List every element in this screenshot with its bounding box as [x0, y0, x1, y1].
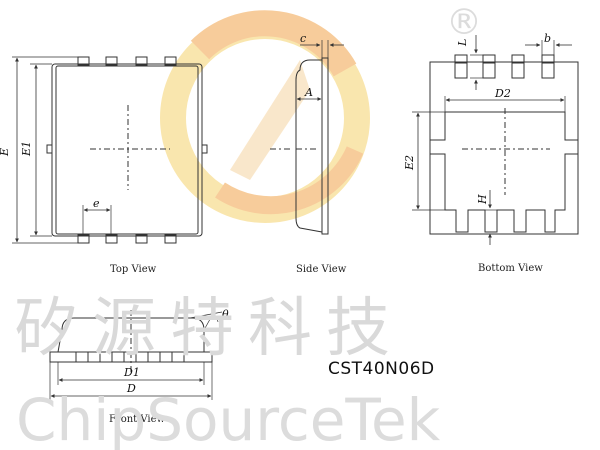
bottom-view [412, 35, 579, 245]
watermark-chinese: 矽源特科技 [14, 292, 404, 366]
logo-watermark [160, 10, 370, 223]
dim-D2-label: D2 [494, 87, 511, 100]
dim-D1-label: D1 [123, 366, 140, 379]
watermark-english: ChipSourceTek [16, 386, 441, 450]
part-number: CST40N06D [328, 359, 435, 379]
dim-D-label: D [126, 382, 136, 395]
side-view-title: Side View [296, 264, 347, 275]
dim-L-label: L [456, 39, 469, 47]
bottom-view-title: Bottom View [478, 263, 543, 274]
front-view [49, 310, 223, 400]
side-view [270, 40, 344, 235]
front-view-title: Front View [109, 414, 166, 425]
dim-theta-label: θ [222, 308, 229, 321]
top-view-title: Top View [110, 264, 157, 275]
dim-H-label: H [476, 194, 489, 205]
dim-c-label: c [300, 32, 306, 45]
top-view [12, 56, 208, 244]
dim-E2-label: E2 [403, 155, 416, 171]
registered-mark: ® [446, 2, 482, 43]
dim-E1-label: E1 [20, 141, 33, 157]
dim-E-label: E [0, 148, 11, 157]
dim-A-label: A [304, 86, 313, 99]
dim-b-label: b [544, 32, 551, 45]
dim-e-label: e [93, 197, 100, 210]
